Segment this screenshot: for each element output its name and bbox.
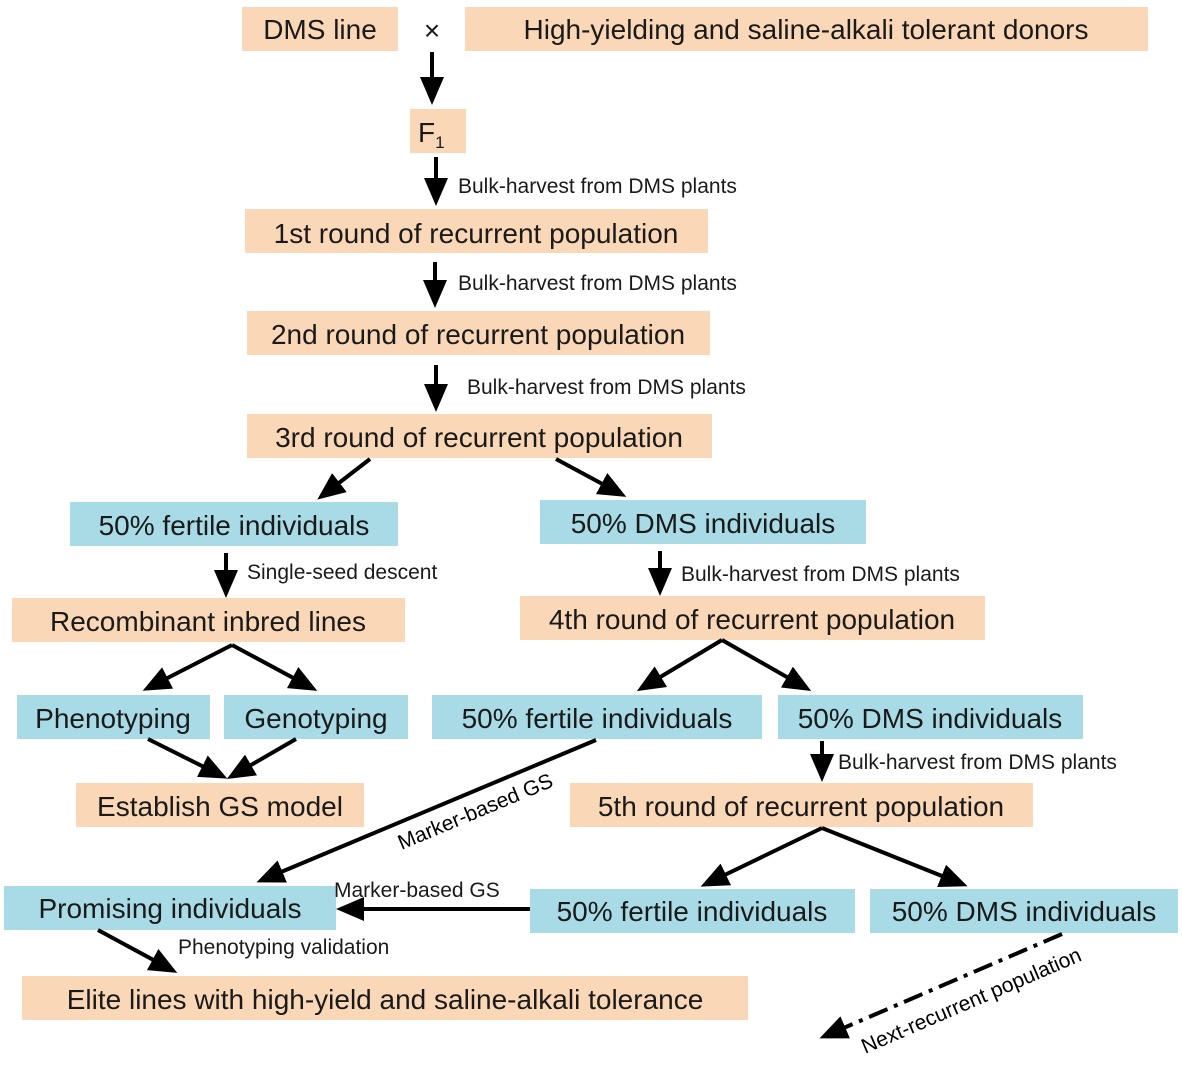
- svg-text:50% fertile individuals: 50% fertile individuals: [99, 510, 370, 541]
- box-round-2: 2nd round of recurrent population: [247, 311, 710, 355]
- box-donors: High-yielding and saline-alkali tolerant…: [465, 7, 1148, 51]
- label-bulk-harvest-5: Bulk-harvest from DMS plants: [838, 751, 1117, 774]
- svg-text:Elite lines with high-yield an: Elite lines with high-yield and saline-a…: [67, 984, 704, 1015]
- arrow-round3-to-dms1: [555, 457, 627, 497]
- arrow-ril-to-phenotyping: [142, 643, 233, 691]
- svg-text:5th round of recurrent populat: 5th round of recurrent population: [598, 791, 1004, 822]
- svg-text:50% DMS individuals: 50% DMS individuals: [798, 703, 1063, 734]
- box-f1: F1: [410, 109, 466, 153]
- label-single-seed-descent: Single-seed descent: [247, 561, 437, 584]
- arrow-fertile2-to-promising: [256, 738, 597, 883]
- box-round-1: 1st round of recurrent population: [245, 209, 708, 253]
- svg-text:F1: F1: [418, 117, 445, 152]
- svg-text:Recombinant inbred lines: Recombinant inbred lines: [50, 606, 366, 637]
- box-dms-individuals-3: 50% DMS individuals: [870, 889, 1178, 933]
- box-promising-individuals: Promising individuals: [4, 886, 336, 930]
- label-next-recurrent-population: Next-recurrent population: [858, 944, 1085, 1059]
- box-fertile-individuals-1: 50% fertile individuals: [70, 502, 398, 546]
- box-dms-line: DMS line: [242, 7, 398, 51]
- box-phenotyping: Phenotyping: [17, 695, 210, 739]
- svg-text:High-yielding and saline-alkal: High-yielding and saline-alkali tolerant…: [524, 14, 1089, 45]
- arrow-promising-to-elite: [97, 928, 178, 973]
- svg-text:2nd round of recurrent populat: 2nd round of recurrent population: [271, 319, 685, 350]
- box-fertile-individuals-2: 50% fertile individuals: [432, 695, 762, 739]
- arrow-round4-to-dms2: [721, 638, 812, 691]
- arrow-round4-to-fertile2: [636, 638, 724, 692]
- label-bulk-harvest-1: Bulk-harvest from DMS plants: [458, 175, 737, 198]
- label-bulk-harvest-2: Bulk-harvest from DMS plants: [458, 272, 737, 295]
- box-round-3: 3rd round of recurrent population: [247, 414, 712, 458]
- svg-text:Promising individuals: Promising individuals: [38, 893, 301, 924]
- svg-text:DMS line: DMS line: [263, 14, 377, 45]
- box-recombinant-inbred-lines: Recombinant inbred lines: [12, 598, 405, 642]
- box-round-4: 4th round of recurrent population: [520, 596, 985, 640]
- box-establish-gs-model: Establish GS model: [76, 783, 364, 827]
- cross-symbol: ×: [424, 15, 440, 46]
- label-marker-based-gs-horizontal: Marker-based GS: [334, 879, 500, 902]
- arrow-round3-to-fertile1: [317, 457, 372, 500]
- svg-text:50% DMS individuals: 50% DMS individuals: [571, 508, 836, 539]
- box-dms-individuals-1: 50% DMS individuals: [540, 500, 866, 544]
- box-elite-lines: Elite lines with high-yield and saline-a…: [22, 976, 748, 1020]
- arrow-ril-to-genotyping: [231, 643, 318, 691]
- label-marker-based-gs-diagonal: Marker-based GS: [395, 769, 557, 854]
- arrow-round5-to-dms3: [821, 826, 968, 887]
- arrow-round5-to-fertile3: [700, 826, 823, 887]
- box-dms-individuals-2: 50% DMS individuals: [778, 695, 1083, 739]
- svg-text:Phenotyping: Phenotyping: [35, 703, 191, 734]
- arrow-genotyping-to-gs-model: [226, 737, 298, 780]
- arrow-dms3-to-next-population: [819, 932, 1063, 1039]
- svg-text:1st round of recurrent populat: 1st round of recurrent population: [274, 218, 679, 249]
- svg-text:3rd round of recurrent populat: 3rd round of recurrent population: [275, 422, 683, 453]
- svg-text:Establish GS model: Establish GS model: [97, 791, 343, 822]
- svg-text:50% fertile individuals: 50% fertile individuals: [462, 703, 733, 734]
- svg-text:4th round of recurrent populat: 4th round of recurrent population: [549, 604, 955, 635]
- box-fertile-individuals-3: 50% fertile individuals: [530, 889, 855, 933]
- svg-text:50% fertile individuals: 50% fertile individuals: [557, 896, 828, 927]
- svg-text:Genotyping: Genotyping: [244, 703, 387, 734]
- label-bulk-harvest-3: Bulk-harvest from DMS plants: [467, 376, 746, 399]
- label-phenotyping-validation: Phenotyping validation: [178, 936, 389, 959]
- svg-text:50% DMS individuals: 50% DMS individuals: [892, 896, 1157, 927]
- box-round-5: 5th round of recurrent population: [570, 783, 1033, 827]
- label-bulk-harvest-4: Bulk-harvest from DMS plants: [681, 563, 960, 586]
- arrow-phenotyping-to-gs-model: [147, 737, 228, 779]
- box-genotyping: Genotyping: [224, 695, 408, 739]
